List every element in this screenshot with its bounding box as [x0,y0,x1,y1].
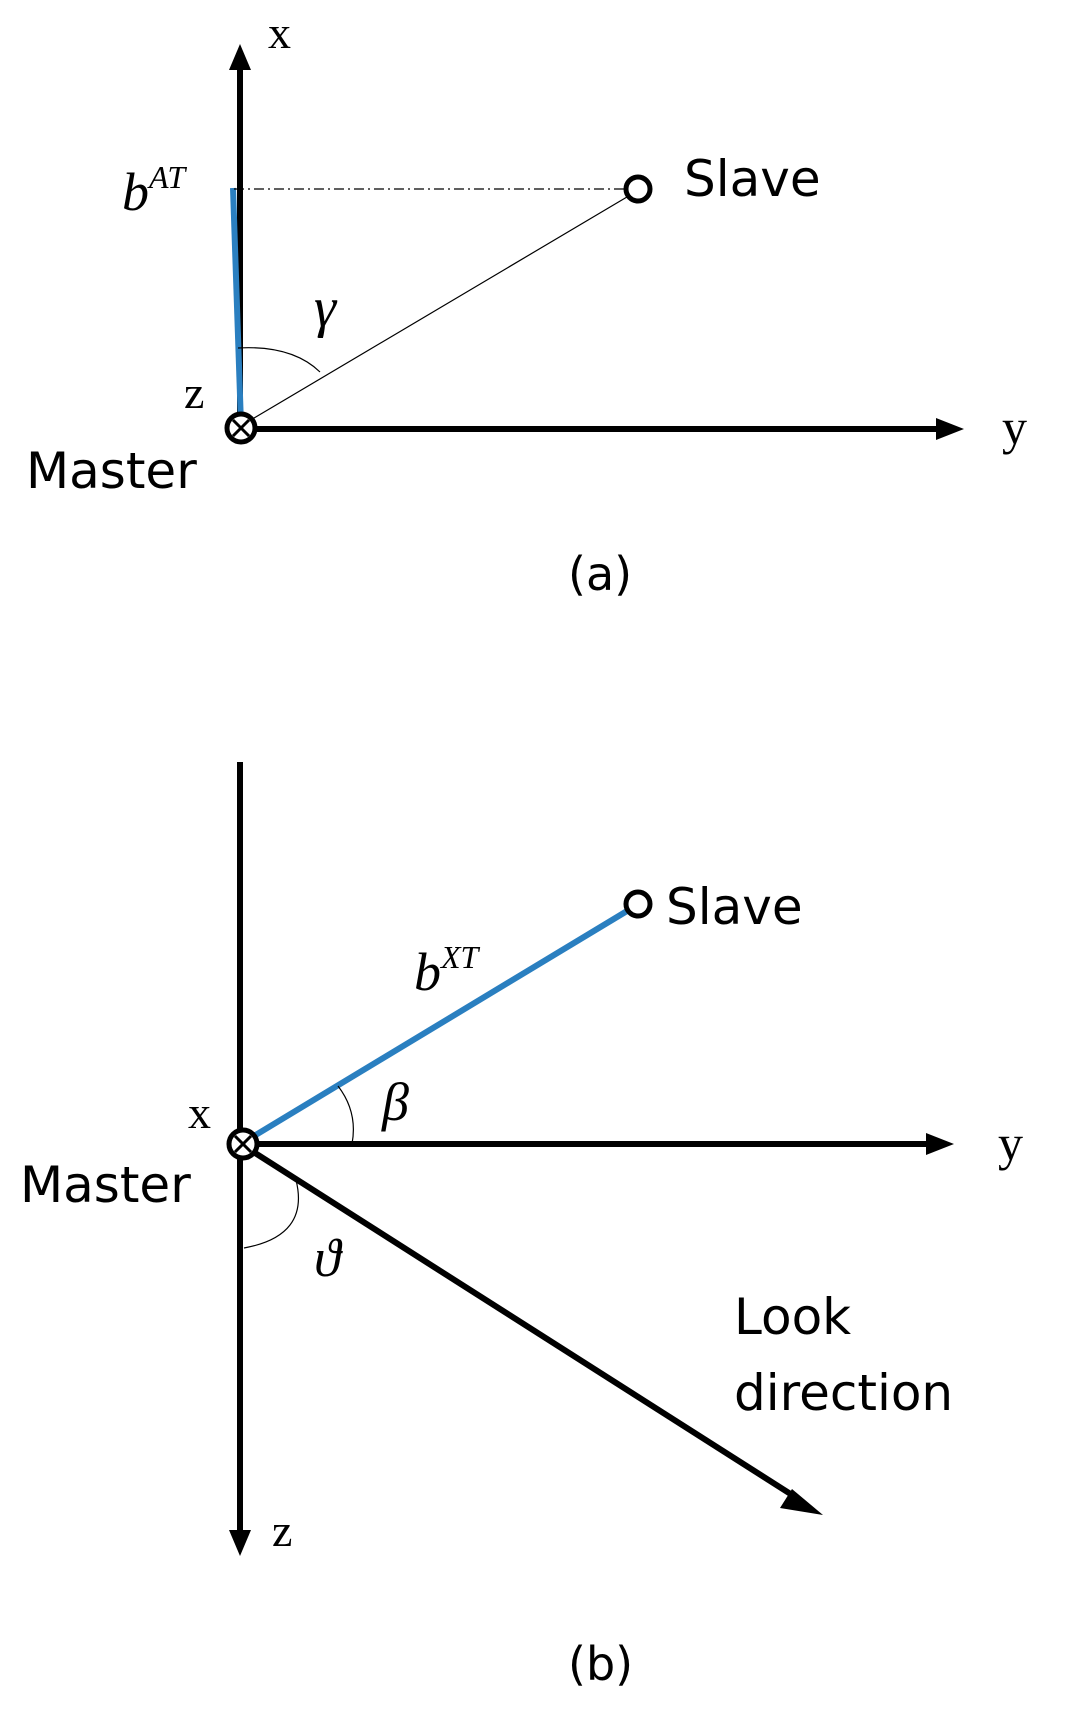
panel-a-caption: (a) [568,547,632,601]
panel-a-slave-label: Slave [684,150,821,208]
panel-b-baseline-label: bXT [414,939,481,1002]
panel-b-master-label: Master [20,1156,191,1214]
panel-a-y-axis [240,418,964,440]
panel-a-master-slave-line [243,193,633,425]
panel-a-gamma-arc [237,347,321,373]
panel-b-caption: (b) [568,1637,633,1691]
panel-a-slave-symbol [623,174,653,204]
panel-a-master-label: Master [26,442,197,500]
panel-b-y-axis-label: y [998,1115,1023,1171]
panel-b-x-axis-label: x [188,1087,211,1138]
panel-b-z-axis-label: z [272,1505,292,1556]
panel-b-theta-label: ϑ [314,1228,343,1288]
panel-a-baseline-label: bAT [122,159,187,222]
panel-a: x y z Master Slave bAT γ (a) [26,7,1027,601]
panel-b-look-direction-arrow [242,1143,823,1515]
panel-b-beta-label: β [381,1072,409,1132]
panel-a-z-axis-label: z [184,367,204,418]
panel-b-master-symbol [226,1127,260,1161]
panel-b-slave-label: Slave [666,878,803,936]
panel-a-baseline-along-track [230,187,244,426]
panel-b-beta-arc [337,1085,354,1145]
panel-b-theta-arc [243,1179,300,1249]
panel-b-baseline-cross-track [242,905,634,1145]
panel-b-y-axis [240,1133,954,1155]
panel-a-y-axis-label: y [1002,399,1027,455]
panel-a-x-axis-label: x [268,7,291,58]
panel-b-slave-symbol [623,889,653,919]
panel-a-master-symbol [224,411,258,445]
panel-a-gamma-label: γ [314,277,338,339]
